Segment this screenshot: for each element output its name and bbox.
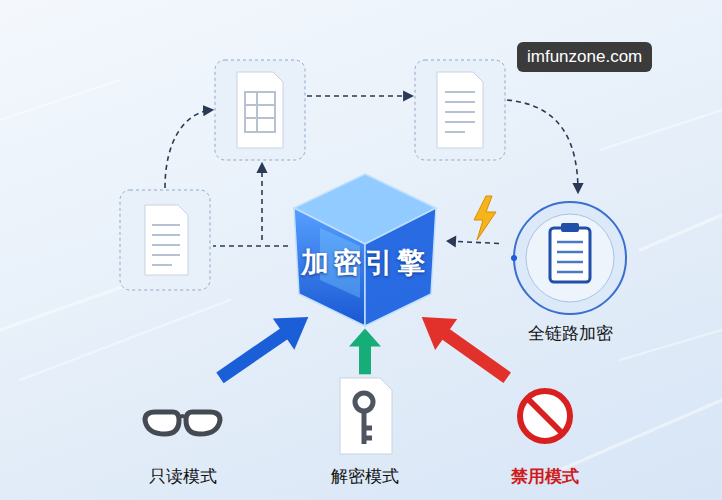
connector-shaft [455, 241, 499, 243]
connector-arrow [446, 235, 499, 247]
connector-arrow [422, 317, 508, 378]
dashed-flow [165, 96, 578, 246]
document-icons [120, 60, 505, 290]
node-caption: 解密模式 [314, 465, 416, 488]
connector-shaft [444, 333, 507, 378]
mode-node: 只读模式 [129, 372, 236, 488]
light-streaks [0, 80, 722, 470]
lightning-icon [474, 196, 496, 240]
arrow-head [422, 317, 457, 350]
connector-arrow [349, 328, 381, 374]
connector-shaft [220, 332, 286, 377]
arrow-head [349, 328, 381, 346]
arrow-head [446, 235, 456, 247]
node-caption: 全链路加密 [499, 322, 641, 345]
node-caption: 只读模式 [129, 465, 236, 488]
circle-node: 全链路加密 [499, 200, 641, 345]
arrow-head [273, 317, 308, 350]
mode-node: 禁用模式 [491, 372, 599, 488]
connector-arrow [220, 317, 308, 378]
engine-cube: 加密引擎 [284, 168, 446, 330]
engine-title: 加密引擎 [284, 244, 446, 282]
mode-node: 解密模式 [314, 372, 416, 488]
watermark: imfunzone.com [517, 42, 652, 72]
connector-shaft [359, 345, 371, 375]
node-caption: 禁用模式 [491, 465, 599, 488]
